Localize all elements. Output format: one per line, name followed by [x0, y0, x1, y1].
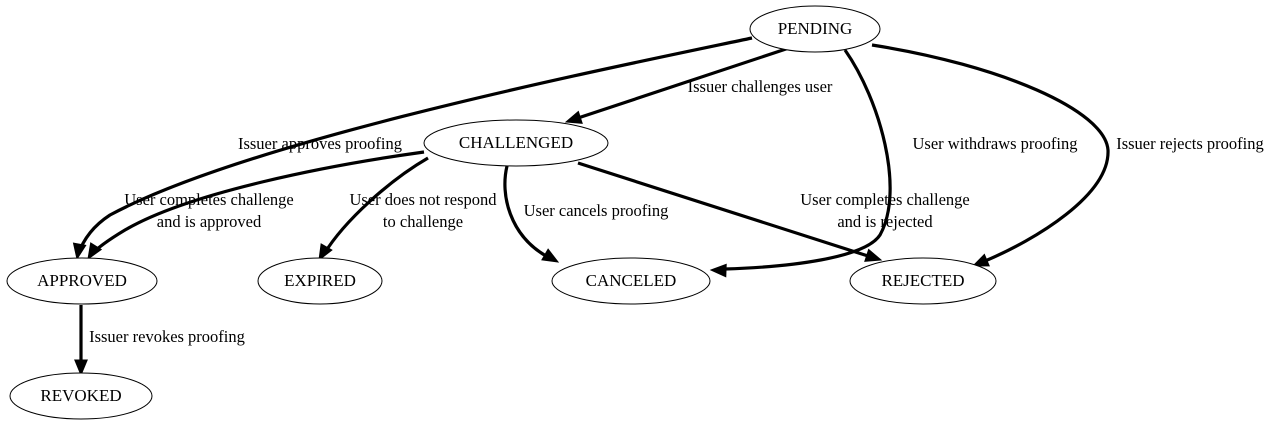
edge-label-challenged-to-expired: User does not respond: [349, 190, 497, 209]
edge-line: [88, 150, 425, 258]
node-label-expired: EXPIRED: [284, 271, 356, 290]
arrowhead-icon: [87, 242, 103, 261]
edge-line: [76, 36, 753, 256]
nodes-layer: PENDING CHALLENGED APPROVED EXPIRED CANCELED…: [6, 5, 997, 420]
node-approved[interactable]: APPROVED: [6, 257, 158, 305]
edge-label-challenged-to-canceled: User cancels proofing: [524, 201, 669, 220]
edge-label-challenged-to-approved: and is approved: [157, 212, 262, 231]
edge-line: [577, 46, 790, 120]
edge-line: [503, 165, 547, 258]
edge-label-challenged-to-rejected: and is rejected: [837, 212, 933, 231]
edge-challenged-to-canceled: [503, 165, 560, 263]
node-shape[interactable]: [6, 257, 158, 305]
node-challenged[interactable]: CHALLENGED: [423, 119, 609, 167]
node-label-pending: PENDING: [778, 19, 853, 38]
edge-label-challenged-to-approved: User completes challenge: [124, 190, 294, 209]
arrowhead-icon: [709, 263, 727, 278]
node-shape[interactable]: [9, 372, 153, 420]
arrowhead-icon: [318, 243, 333, 262]
edge-line: [724, 49, 892, 271]
edge-label-pending-to-rejected: Issuer rejects proofing: [1116, 134, 1264, 153]
edge-pending-to-approved: [72, 36, 753, 261]
edge-labels-layer: Issuer approves proofing Issuer challenge…: [89, 77, 1264, 346]
arrowhead-icon: [72, 242, 87, 261]
node-shape[interactable]: [423, 119, 609, 167]
edge-approved-to-revoked: [74, 305, 88, 377]
arrowhead-icon: [864, 248, 883, 262]
node-label-challenged: CHALLENGED: [459, 133, 573, 152]
edge-pending-to-canceled: [709, 49, 892, 278]
node-label-approved: APPROVED: [37, 271, 127, 290]
node-shape[interactable]: [749, 5, 881, 53]
arrowhead-icon: [971, 253, 990, 267]
edge-label-challenged-to-expired: to challenge: [383, 212, 463, 231]
node-expired[interactable]: EXPIRED: [257, 257, 383, 305]
node-label-canceled: CANCELED: [586, 271, 677, 290]
edge-line: [577, 161, 869, 258]
arrowhead-icon: [74, 359, 88, 377]
node-canceled[interactable]: CANCELED: [551, 257, 711, 305]
node-label-rejected: REJECTED: [881, 271, 964, 290]
edge-challenged-to-expired: [318, 156, 429, 262]
edge-challenged-to-rejected: [577, 161, 883, 262]
node-shape[interactable]: [551, 257, 711, 305]
edges-layer: [72, 36, 1110, 377]
arrowhead-icon: [564, 110, 583, 124]
edge-label-pending-to-approved: Issuer approves proofing: [238, 134, 402, 153]
node-revoked[interactable]: REVOKED: [9, 372, 153, 420]
node-label-revoked: REVOKED: [40, 386, 121, 405]
edge-pending-to-rejected: [871, 43, 1110, 267]
edge-line: [871, 43, 1110, 263]
node-rejected[interactable]: REJECTED: [849, 257, 997, 305]
node-shape[interactable]: [849, 257, 997, 305]
edge-label-pending-to-canceled: User withdraws proofing: [913, 134, 1078, 153]
node-pending[interactable]: PENDING: [749, 5, 881, 53]
edge-label-pending-to-challenged: Issuer challenges user: [688, 77, 833, 96]
edge-label-approved-to-revoked: Issuer revokes proofing: [89, 327, 245, 346]
arrowhead-icon: [541, 248, 560, 263]
edge-pending-to-challenged: [564, 46, 790, 124]
node-shape[interactable]: [257, 257, 383, 305]
edge-label-challenged-to-rejected: User completes challenge: [800, 190, 970, 209]
edge-challenged-to-approved: [87, 150, 425, 261]
edge-line: [322, 156, 429, 255]
